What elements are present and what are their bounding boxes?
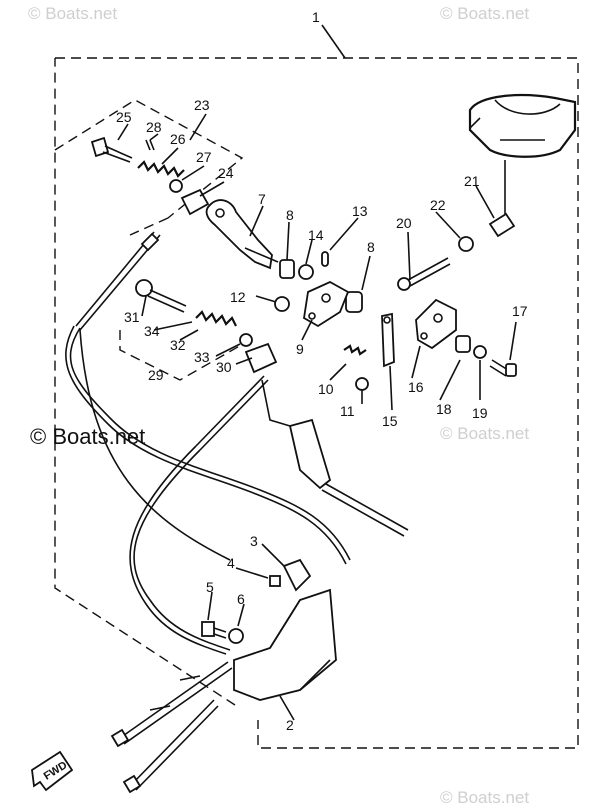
label-32: 32 [170,337,186,353]
label-23: 23 [194,97,210,113]
part-5-bolt [201,621,227,639]
part-4-nut [269,575,281,587]
part-8-bushing [279,259,295,279]
part-30-joint [244,342,278,374]
label-8: 8 [367,239,375,255]
watermark: © Boats.net [440,4,530,23]
subgroup-box-23 [54,99,244,236]
part-20-rod [397,257,451,291]
label-5: 5 [206,579,214,595]
label-6: 6 [237,591,245,607]
label-3: 3 [250,533,258,549]
label-19: 19 [472,405,488,421]
part-12-nut [274,296,290,312]
watermark: © Boats.net [30,424,146,449]
subgroup-box-29 [119,330,251,381]
label-1: 1 [312,9,320,25]
label-16: 16 [408,379,424,395]
label-7: 7 [258,191,266,207]
part-10-spring [343,344,367,356]
label-9: 9 [296,341,304,357]
part-7-arm [205,199,279,270]
part-19-washer [473,345,487,359]
part-18-collar [455,335,471,353]
part-31-bolt [135,279,187,313]
label-33: 33 [194,349,210,365]
lower-cables [110,661,233,794]
label-15: 15 [382,413,398,429]
label-29: 29 [148,367,164,383]
part-26-spring [137,160,185,178]
label-28: 28 [146,119,162,135]
label-18: 18 [436,401,452,417]
label-10: 10 [318,381,334,397]
label-24: 24 [218,165,234,181]
label-20: 20 [396,215,412,231]
part-25-bolt [90,136,133,163]
part-13-pin [321,251,329,267]
throttle-cable-upper [65,231,351,565]
label-21: 21 [464,173,480,189]
label-13: 13 [352,203,368,219]
upper-housing [468,94,577,158]
label-14: 14 [308,227,324,243]
part-8-bushing [345,291,363,313]
part-27-washer [169,179,183,193]
watermark: © Boats.net [28,4,118,23]
part-22-nut [458,236,474,252]
part-17-bolt [489,359,517,377]
part-3-clip [282,558,312,592]
label-31: 31 [124,309,140,325]
part-2-bracket [233,588,337,701]
part-16-lever [415,298,457,350]
label-8: 8 [286,207,294,223]
watermark: © Boats.net [440,424,530,443]
label-26: 26 [170,131,186,147]
part-6-washer [228,628,244,644]
watermark: © Boats.net [440,788,530,807]
part-32-spring [195,310,237,327]
label-30: 30 [216,359,232,375]
part-9-bracket [303,280,350,328]
part-28-pin [145,139,155,151]
label-34: 34 [144,323,160,339]
part-15-link [381,312,395,368]
label-4: 4 [227,555,235,571]
fwd-arrow-icon: FWD [31,750,74,792]
label-22: 22 [430,197,446,213]
label-2: 2 [286,717,294,733]
part-14-washer [298,264,314,280]
part-21-end [488,212,516,238]
label-25: 25 [116,109,132,125]
assembly-boundary [54,57,579,749]
label-12: 12 [230,289,246,305]
label-27: 27 [196,149,212,165]
part-11-nut [355,377,369,391]
control-lever [261,379,409,537]
part-33-washer [239,333,253,347]
shift-cable [129,375,269,655]
label-17: 17 [512,303,528,319]
label-11: 11 [340,403,355,419]
